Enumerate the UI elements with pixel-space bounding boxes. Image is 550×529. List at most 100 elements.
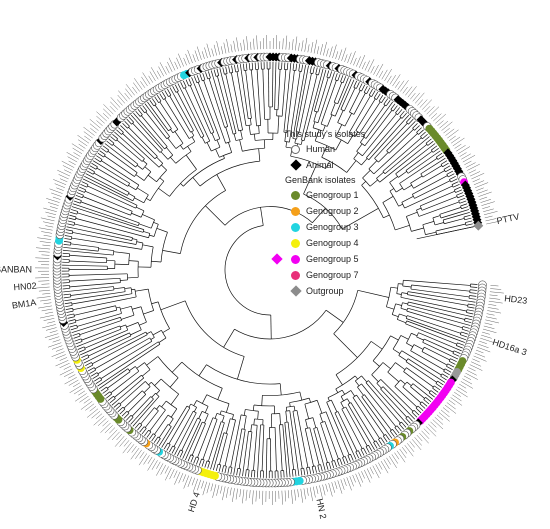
internal-branch bbox=[143, 310, 154, 315]
tip-branch bbox=[358, 450, 362, 457]
tip-label-stroke bbox=[42, 293, 51, 295]
internal-branch bbox=[392, 348, 401, 354]
internal-branch bbox=[356, 394, 385, 436]
tip-branch bbox=[462, 209, 470, 212]
internal-arc bbox=[416, 132, 419, 135]
tip-label-stroke bbox=[89, 123, 99, 131]
tip-label-stroke bbox=[467, 163, 480, 171]
tip-label-stroke bbox=[479, 340, 487, 344]
tip-branch bbox=[340, 75, 344, 82]
internal-branch bbox=[261, 424, 265, 471]
tip-label-stroke bbox=[119, 438, 127, 447]
internal-branch bbox=[357, 289, 390, 298]
tip-label-hd-4: HD 4 bbox=[186, 491, 202, 514]
tip-label-stroke bbox=[156, 70, 162, 78]
internal-branch bbox=[104, 368, 129, 385]
tip-branch bbox=[109, 398, 116, 404]
internal-branch bbox=[401, 292, 408, 294]
tip-branch bbox=[128, 417, 134, 423]
internal-branch bbox=[322, 125, 326, 132]
tip-label-stroke bbox=[338, 49, 343, 60]
tip-branch bbox=[207, 461, 211, 469]
tip-branch bbox=[185, 453, 189, 461]
tip-label-stroke bbox=[239, 489, 242, 498]
internal-branch bbox=[150, 337, 155, 340]
internal-branch bbox=[405, 361, 437, 383]
tip-branch bbox=[210, 462, 213, 470]
tip-branch bbox=[416, 127, 422, 133]
internal-branch bbox=[205, 205, 226, 226]
tip-branch bbox=[73, 200, 81, 204]
internal-branch bbox=[354, 375, 358, 380]
internal-branch bbox=[135, 398, 154, 420]
tip-label-stroke bbox=[91, 411, 101, 419]
tip-label-stroke bbox=[225, 486, 229, 498]
internal-branch bbox=[386, 125, 411, 151]
tip-branch bbox=[326, 70, 330, 78]
tip-branch bbox=[95, 379, 102, 385]
internal-branch bbox=[398, 283, 403, 285]
internal-arc bbox=[312, 465, 316, 467]
internal-branch bbox=[147, 174, 157, 183]
internal-arc bbox=[158, 163, 164, 168]
internal-branch bbox=[407, 291, 469, 302]
internal-branch bbox=[439, 207, 462, 215]
internal-branch bbox=[156, 405, 160, 410]
internal-branch bbox=[112, 144, 139, 165]
internal-branch bbox=[139, 321, 147, 326]
tip-branch bbox=[344, 456, 349, 464]
tip-label-stroke bbox=[151, 460, 158, 470]
internal-branch bbox=[371, 374, 379, 382]
tip-label-stroke bbox=[132, 86, 138, 94]
legend-label-genogroup-5: Genogroup 5 bbox=[306, 254, 359, 264]
tip-label-stroke bbox=[449, 135, 456, 141]
tip-label-stroke bbox=[35, 257, 50, 259]
tip-branch bbox=[174, 448, 179, 455]
tip-label-stroke bbox=[253, 38, 255, 50]
tip-label-stroke bbox=[141, 76, 148, 87]
tip-branch bbox=[242, 469, 244, 477]
internal-branch bbox=[154, 378, 162, 386]
tip-label-stroke bbox=[445, 128, 455, 136]
internal-branch bbox=[361, 375, 368, 383]
tip-branch bbox=[101, 147, 108, 153]
internal-arc bbox=[103, 154, 106, 158]
internal-branch bbox=[352, 397, 380, 439]
tip-label-stroke bbox=[372, 465, 380, 479]
internal-branch bbox=[135, 174, 145, 181]
tip-label-stroke bbox=[71, 143, 84, 152]
tip-label-stroke bbox=[409, 441, 415, 448]
internal-arc bbox=[463, 216, 465, 220]
tip-label-stroke bbox=[457, 146, 471, 155]
tip-label-stroke bbox=[343, 478, 347, 486]
internal-branch bbox=[357, 386, 364, 396]
tip-label-stroke bbox=[465, 162, 476, 168]
internal-branch bbox=[304, 428, 314, 467]
tip-label-stroke bbox=[131, 445, 137, 453]
tip-label-stroke bbox=[488, 300, 503, 304]
tip-label-stroke bbox=[432, 419, 444, 430]
internal-arc bbox=[150, 219, 155, 229]
internal-branch bbox=[180, 145, 184, 150]
internal-arc bbox=[234, 309, 327, 340]
tip-label-stroke bbox=[229, 487, 232, 496]
tip-branch bbox=[151, 98, 157, 105]
tip-branch bbox=[438, 378, 446, 383]
tip-branch bbox=[248, 469, 250, 477]
internal-branch bbox=[117, 377, 145, 401]
tip-branch bbox=[216, 68, 220, 76]
tip-label-hd23: HD23 bbox=[504, 293, 528, 306]
internal-arc bbox=[386, 287, 392, 307]
tip-label-stroke bbox=[358, 472, 364, 483]
internal-arc bbox=[356, 151, 363, 157]
tip-branch bbox=[434, 385, 441, 391]
tip-branch bbox=[94, 157, 101, 163]
internal-branch bbox=[110, 147, 136, 168]
tip-label-stroke bbox=[156, 463, 164, 476]
tip-label-stroke bbox=[313, 486, 316, 498]
tip-branch bbox=[291, 469, 294, 477]
tip-branch bbox=[222, 67, 225, 75]
internal-branch bbox=[204, 413, 209, 424]
internal-branch bbox=[198, 411, 203, 419]
internal-branch bbox=[191, 131, 195, 136]
